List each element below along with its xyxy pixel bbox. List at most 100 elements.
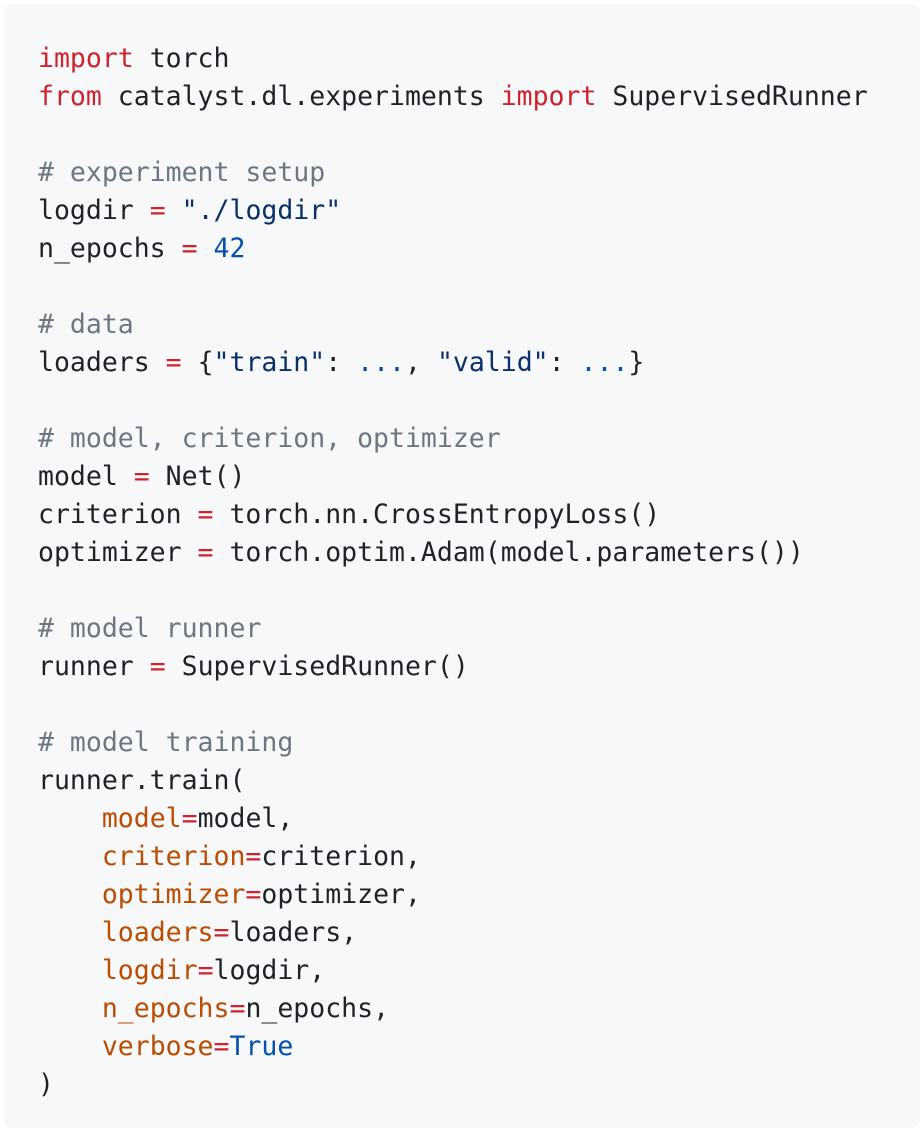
code-line: optimizer=optimizer, xyxy=(38,876,920,914)
operator-token: = xyxy=(197,955,214,986)
ellipsis-token: ... xyxy=(357,347,406,378)
number-token: 42 xyxy=(213,233,246,264)
parameter-token: n_epochs xyxy=(101,993,230,1024)
parameter-token: verbose xyxy=(101,1031,214,1062)
code-line: # data xyxy=(38,306,920,344)
code-token: logdir xyxy=(38,195,150,226)
operator-token: = xyxy=(197,537,214,568)
code-token xyxy=(38,993,102,1024)
constant-token: True xyxy=(229,1031,294,1062)
code-line: logdir=logdir, xyxy=(38,952,920,990)
code-token: ) xyxy=(38,1069,54,1100)
code-line: # model runner xyxy=(38,610,920,648)
code-token: , xyxy=(405,347,437,378)
code-token: torch.optim.Adam(model.parameters()) xyxy=(213,537,804,568)
code-line: logdir = "./logdir" xyxy=(38,192,920,230)
operator-token: = xyxy=(245,879,262,910)
operator-token: = xyxy=(213,1031,230,1062)
code-token: runner.train( xyxy=(38,765,246,796)
code-token: optimizer xyxy=(38,537,198,568)
string-token: "./logdir" xyxy=(181,195,342,226)
operator-token: = xyxy=(149,195,166,226)
code-token xyxy=(38,841,102,872)
code-token: loaders xyxy=(38,347,166,378)
code-token xyxy=(198,233,214,264)
parameter-token: optimizer xyxy=(101,879,246,910)
keyword-token: import xyxy=(500,81,597,112)
code-token xyxy=(166,195,182,226)
code-token xyxy=(38,917,102,948)
code-token: model xyxy=(38,461,134,492)
code-token: criterion, xyxy=(261,841,421,872)
code-line: verbose=True xyxy=(38,1028,920,1066)
code-line-blank xyxy=(38,572,920,610)
code-line: import torch xyxy=(38,40,920,78)
code-token: SupervisedRunner xyxy=(596,81,868,112)
code-token xyxy=(38,1031,102,1062)
operator-token: = xyxy=(149,651,166,682)
code-line: loaders = {"train": ..., "valid": ...} xyxy=(38,344,920,382)
code-token: n_epochs xyxy=(38,233,182,264)
operator-token: = xyxy=(181,233,198,264)
code-line-blank xyxy=(38,382,920,420)
code-token: optimizer, xyxy=(261,879,421,910)
operator-token: = xyxy=(165,347,182,378)
code-token: runner xyxy=(38,651,150,682)
comment-token: # experiment setup xyxy=(38,157,326,188)
comment-token: # model runner xyxy=(38,613,262,644)
code-line: criterion=criterion, xyxy=(38,838,920,876)
code-token: : xyxy=(325,347,358,378)
parameter-token: criterion xyxy=(101,841,246,872)
operator-token: = xyxy=(229,993,246,1024)
parameter-token: model xyxy=(101,803,182,834)
code-line: # model, criterion, optimizer xyxy=(38,420,920,458)
code-token: : xyxy=(548,347,581,378)
code-line: criterion = torch.nn.CrossEntropyLoss() xyxy=(38,496,920,534)
code-token: torch xyxy=(133,43,230,74)
operator-token: = xyxy=(197,499,214,530)
code-token: torch.nn.CrossEntropyLoss() xyxy=(213,499,661,530)
code-token xyxy=(38,955,102,986)
parameter-token: loaders xyxy=(101,917,214,948)
code-token: criterion xyxy=(38,499,198,530)
comment-token: # model, criterion, optimizer xyxy=(38,423,501,454)
keyword-token: from xyxy=(38,81,102,112)
operator-token: = xyxy=(213,917,230,948)
code-token xyxy=(38,879,102,910)
code-line: model=model, xyxy=(38,800,920,838)
parameter-token: logdir xyxy=(101,955,198,986)
code-line: loaders=loaders, xyxy=(38,914,920,952)
code-line: optimizer = torch.optim.Adam(model.param… xyxy=(38,534,920,572)
code-line-blank xyxy=(38,116,920,154)
comment-token: # data xyxy=(38,309,134,340)
comment-token: # model training xyxy=(38,727,294,758)
code-token: } xyxy=(628,347,645,378)
code-line: ) xyxy=(38,1066,920,1104)
code-line-blank xyxy=(38,268,920,306)
string-token: "valid" xyxy=(436,347,549,378)
code-line: # experiment setup xyxy=(38,154,920,192)
operator-token: = xyxy=(181,803,198,834)
ellipsis-token: ... xyxy=(580,347,629,378)
code-line: runner = SupervisedRunner() xyxy=(38,648,920,686)
code-token: catalyst.dl.experiments xyxy=(101,81,501,112)
code-token: n_epochs, xyxy=(245,993,390,1024)
code-line: model = Net() xyxy=(38,458,920,496)
code-line: # model training xyxy=(38,724,920,762)
code-token: Net() xyxy=(149,461,246,492)
code-token xyxy=(38,803,102,834)
code-token: loaders, xyxy=(229,917,358,948)
code-line: from catalyst.dl.experiments import Supe… xyxy=(38,78,920,116)
code-token: model, xyxy=(197,803,294,834)
code-line: n_epochs=n_epochs, xyxy=(38,990,920,1028)
operator-token: = xyxy=(245,841,262,872)
keyword-token: import xyxy=(38,43,134,74)
code-line: n_epochs = 42 xyxy=(38,230,920,268)
code-token: logdir, xyxy=(213,955,326,986)
code-token: { xyxy=(181,347,214,378)
string-token: "train" xyxy=(213,347,326,378)
code-line-blank xyxy=(38,686,920,724)
code-token: SupervisedRunner() xyxy=(165,651,469,682)
code-line: runner.train( xyxy=(38,762,920,800)
